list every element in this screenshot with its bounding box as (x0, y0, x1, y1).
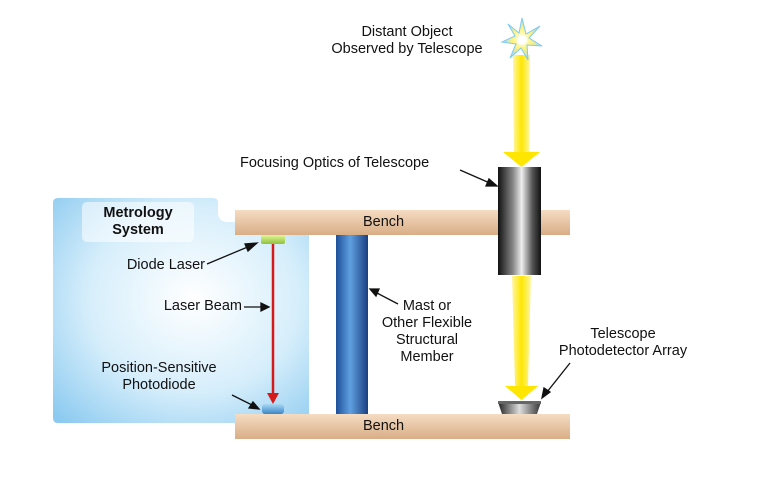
leader-photodiode-head (247, 400, 261, 410)
leader-mast-head (368, 288, 380, 298)
label-mast-line-1: Mast or (402, 298, 452, 314)
label-focusing-optics: Focusing Optics of Telescope (240, 155, 430, 171)
telescope-photodetector-array (498, 402, 541, 414)
bench-bottom (235, 414, 570, 439)
label-mast-line-4: Member (400, 349, 454, 365)
leader-diode-laser-head (244, 242, 259, 253)
laser-beam-arrowhead (267, 393, 279, 404)
label-diode-laser: Diode Laser (126, 257, 205, 273)
focused-light-arrowhead (505, 386, 538, 400)
label-photodetector-line-1: Telescope (590, 326, 656, 342)
metrology-system-box (53, 198, 309, 423)
label-metrology-line-2: System (112, 222, 164, 238)
label-photodiode-line-1: Position-Sensitive (101, 360, 217, 376)
label-distant-object-line-2: Observed by Telescope (331, 41, 483, 57)
label-photodetector-array: Telescope Photodetector Array (538, 326, 708, 360)
label-bench-top: Bench (363, 214, 405, 230)
mast (336, 235, 368, 414)
leader-diode-laser (206, 245, 251, 265)
leader-mast (376, 292, 399, 305)
label-photodiode-line-2: Photodiode (122, 377, 196, 393)
label-mast-line-3: Structural (395, 332, 459, 348)
label-metrology-system: Metrology System (82, 205, 194, 239)
focused-light-beam (512, 276, 531, 386)
label-bench-bottom: Bench (363, 418, 405, 434)
label-mast-line-2: Other Flexible (381, 315, 473, 331)
label-mast: Mast or Other Flexible Structural Member (362, 298, 492, 366)
metrology-label-panel (82, 202, 194, 242)
label-metrology-line-1: Metrology (103, 205, 173, 221)
leader-photodiode (231, 394, 253, 406)
incoming-light-arrowhead (503, 152, 540, 167)
label-distant-object: Distant Object Observed by Telescope (312, 24, 502, 58)
position-sensitive-photodiode (262, 404, 284, 414)
label-laser-beam: Laser Beam (163, 298, 242, 314)
diode-laser (261, 235, 285, 244)
leader-photodetector (546, 362, 571, 393)
label-distant-object-line-1: Distant Object (361, 24, 453, 40)
star-icon (500, 17, 543, 61)
label-photodetector-line-2: Photodetector Array (558, 343, 688, 359)
leader-focusing-optics-head (485, 177, 499, 187)
label-photodiode: Position-Sensitive Photodiode (84, 360, 234, 394)
leader-photodetector-head (541, 386, 552, 400)
photodetector-rim (498, 401, 541, 404)
leader-laser-beam-head (260, 301, 271, 313)
incoming-light-beam (513, 55, 530, 152)
leader-focusing-optics (459, 169, 493, 185)
telescope-focusing-optics (498, 167, 541, 275)
